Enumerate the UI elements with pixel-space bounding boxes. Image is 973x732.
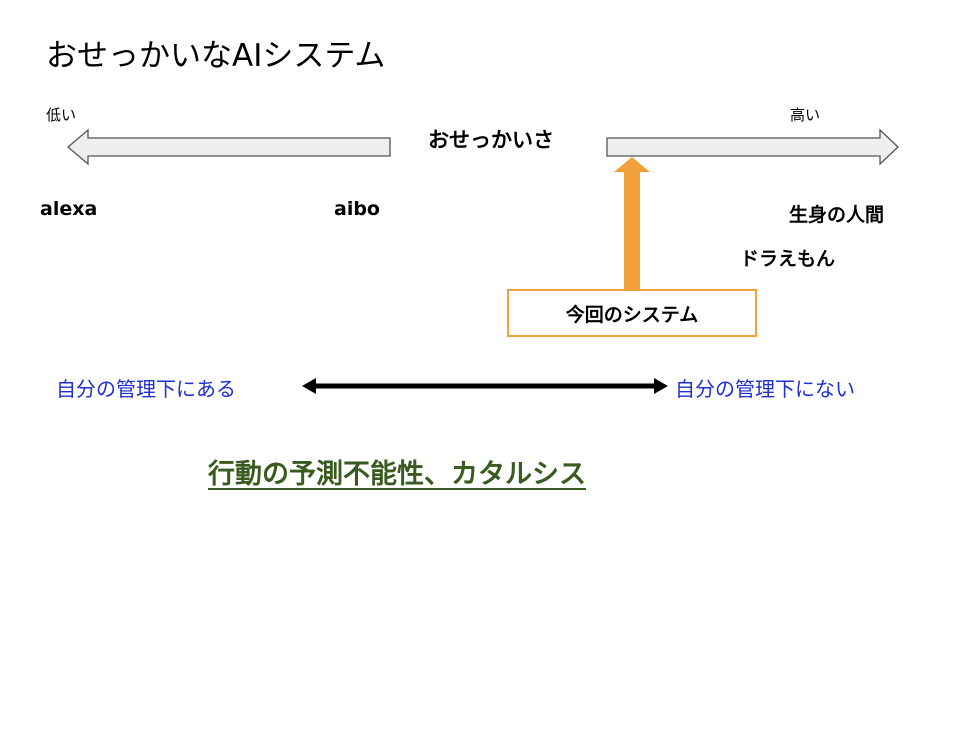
scale-title: おせっかいさ: [428, 128, 554, 152]
item-aibo: aibo: [334, 198, 380, 220]
item-alexa: alexa: [40, 198, 98, 220]
control-right-label: 自分の管理下にない: [675, 377, 855, 401]
system-box: 今回のシステム: [507, 289, 757, 337]
control-left-label: 自分の管理下にある: [56, 377, 236, 401]
item-human: 生身の人間: [789, 204, 885, 226]
scale-low-label: 低い: [46, 106, 77, 124]
scale-arrow-right: [606, 128, 899, 166]
system-pointer-arrow: [614, 157, 650, 289]
control-arrow-head-right: [654, 378, 668, 394]
keywords-heading: 行動の予測不能性、カタルシス: [208, 459, 586, 490]
control-arrow-head-left: [302, 378, 316, 394]
scale-arrow-left: [66, 128, 391, 166]
system-box-label: 今回のシステム: [565, 303, 699, 326]
item-doraemon: ドラえもん: [740, 248, 836, 270]
scale-high-label: 高い: [790, 106, 821, 124]
slide-title: おせっかいなAIシステム: [46, 38, 386, 74]
